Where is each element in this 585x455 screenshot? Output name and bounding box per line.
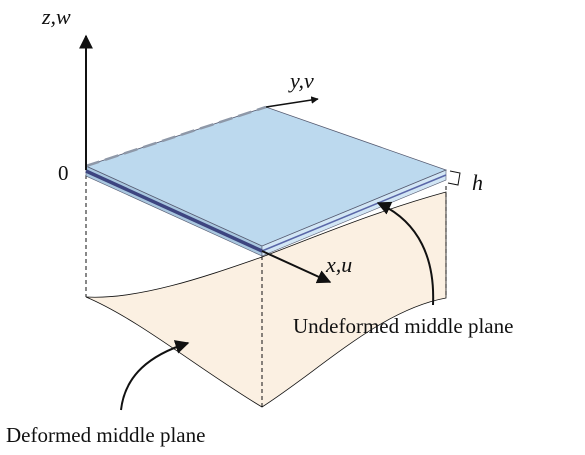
y-axis-arrow	[265, 96, 319, 108]
undeformed-label: Undeformed middle plane	[293, 314, 513, 338]
x-axis-arrow	[261, 250, 332, 284]
thickness-bracket	[447, 170, 461, 186]
origin-label: 0	[58, 161, 69, 185]
middle-plane-line	[85, 169, 263, 253]
y-axis-label: y,v	[288, 68, 314, 93]
hidden-y-axis	[85, 105, 267, 168]
undeformed-leader-arrow	[376, 201, 435, 306]
deformed-label: Deformed middle plane	[6, 423, 205, 447]
z-axis-label: z,w	[41, 4, 71, 29]
x-axis-label: x,u	[325, 252, 352, 277]
middle-plane-line-right	[261, 174, 447, 252]
thickness-label: h	[472, 170, 483, 195]
deformed-surface	[85, 191, 447, 408]
deformed-leader-arrow	[120, 340, 190, 411]
